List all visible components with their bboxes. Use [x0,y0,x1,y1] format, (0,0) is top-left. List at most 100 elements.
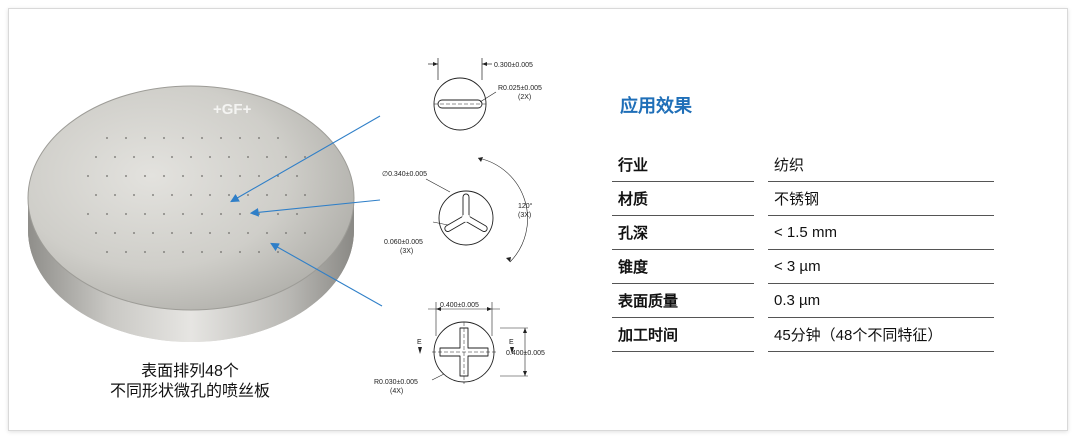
micro-hole-dot [152,194,154,196]
micro-hole-dot [258,137,260,139]
micro-hole-dot [152,156,154,158]
micro-hole-dot [209,232,211,234]
micro-hole-dot [247,232,249,234]
spec-label: 材质 [612,181,754,216]
micro-hole-dot [87,213,89,215]
spec-gap [754,216,768,250]
micro-hole-dot [304,232,306,234]
spec-label: 加工时间 [612,317,754,352]
micro-hole-dot [190,194,192,196]
micro-hole-dot [114,194,116,196]
micro-hole-dot [258,213,260,215]
cross-width-dim: 0.400±0.005 [440,302,479,309]
micro-hole-dot [247,156,249,158]
spec-row: 行业纺织 [612,148,994,182]
micro-hole-dot [106,213,108,215]
micro-hole-dot [144,175,146,177]
spec-gap [754,284,768,318]
micro-hole-dot [201,137,203,139]
micro-hole-dot [171,194,173,196]
micro-hole-dot [277,213,279,215]
micro-hole-dot [133,232,135,234]
micro-hole-dot [220,175,222,177]
micro-hole-dot [106,251,108,253]
micro-hole-dot [277,175,279,177]
spec-value: 不锈钢 [768,181,994,216]
spec-label: 表面质量 [612,283,754,318]
trilobal-angle-count: (3X) [518,212,531,219]
micro-hole-dot [304,156,306,158]
micro-hole-dot [144,213,146,215]
slot-hole-drawing: 0.300±0.005 R0.025±0.005 (2X) [428,58,542,131]
micro-hole-dot [201,213,203,215]
micro-hole-dot [163,251,165,253]
trilobal-width-count: (3X) [400,248,413,255]
micro-hole-dot [163,175,165,177]
micro-hole-dot [266,156,268,158]
micro-hole-dot [95,232,97,234]
micro-hole-dot [125,137,127,139]
micro-hole-dot [182,251,184,253]
micro-hole-dot [163,213,165,215]
section-mark-right: E [509,339,514,346]
micro-hole-dot [220,137,222,139]
cross-radius-count: (4X) [390,388,403,395]
micro-hole-dot [239,137,241,139]
micro-hole-dot [190,232,192,234]
micro-hole-dot [144,137,146,139]
micro-hole-dot [285,232,287,234]
caption-line-2: 不同形状微孔的喷丝板 [109,383,270,400]
micro-hole-dot [228,194,230,196]
micro-hole-dot [258,175,260,177]
spec-label: 孔深 [612,215,754,250]
micro-hole-dot [266,194,268,196]
micro-hole-dot [182,213,184,215]
micro-hole-dot [133,156,135,158]
micro-hole-dot [171,156,173,158]
micro-hole-dot [171,232,173,234]
trilobal-width-dim: 0.060±0.005 [384,239,423,246]
micro-hole-dot [106,175,108,177]
cross-hole-drawing: 0.400±0.005 E E 0.400±0.005 R0.030±0.005… [374,302,545,395]
trilobal-diameter-dim: ∅0.340±0.005 [382,171,427,178]
spec-value: 纺织 [768,148,994,182]
micro-hole-dot [209,156,211,158]
micro-hole-dot [209,194,211,196]
trilobal-hole-drawing: ∅0.340±0.005 120° (3X) 0.060±0.005 (3X) [382,157,533,263]
micro-hole-dot [296,213,298,215]
cross-height-dim: 0.400±0.005 [506,350,545,357]
micro-hole-dot [125,213,127,215]
image-caption: 表面排列48个 不同形状微孔的喷丝板 [60,362,320,402]
micro-hole-dot [277,137,279,139]
micro-hole-dot [285,156,287,158]
spec-label: 锥度 [612,249,754,284]
micro-hole-dot [266,232,268,234]
caption-line-1: 表面排列48个 [141,363,239,380]
spec-value: 45分钟（48个不同特征） [768,317,994,352]
micro-hole-dot [133,194,135,196]
micro-hole-dot [304,194,306,196]
micro-hole-dot [247,194,249,196]
spinneret-disk-image: +GF+ [27,85,355,342]
spec-row: 材质不锈钢 [612,181,994,216]
micro-hole-dot [114,156,116,158]
micro-hole-dot [95,194,97,196]
micro-hole-dot [239,251,241,253]
micro-hole-dot [201,251,203,253]
micro-hole-dot [285,194,287,196]
spec-row: 孔深< 1.5 mm [612,215,994,250]
micro-hole-dot [95,156,97,158]
section-mark-left: E [417,339,422,346]
micro-hole-dot [190,156,192,158]
spec-gap [754,148,768,182]
trilobal-angle-dim: 120° [518,202,533,210]
micro-hole-dot [201,175,203,177]
micro-hole-dot [152,232,154,234]
slot-radius-dim: R0.025±0.005 [498,85,542,92]
micro-hole-dot [163,137,165,139]
micro-hole-dot [296,175,298,177]
spec-row: 加工时间 45分钟（48个不同特征） [612,317,994,352]
spec-row: 锥度< 3 µm [612,249,994,284]
